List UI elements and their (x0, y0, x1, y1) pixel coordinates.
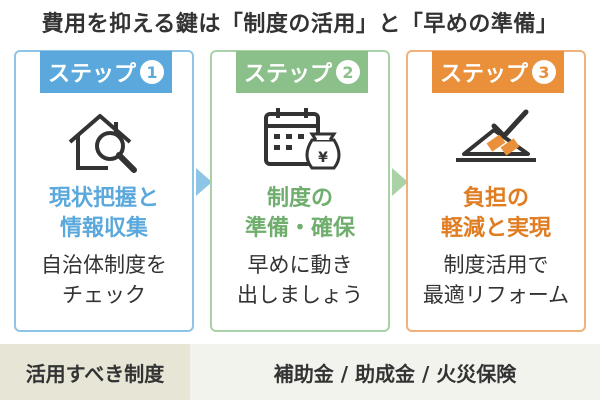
roof-checkmark-icon (456, 109, 536, 162)
step-header-3: ステップ 3 (432, 51, 564, 93)
step-title-3: 負担の 軽減と実現 (440, 186, 551, 241)
step-arrow-2 (392, 168, 408, 196)
step-title-1: 現状把握と 情報収集 (48, 186, 159, 241)
step-number-badge: 1 (140, 60, 164, 84)
step-card-2: ステップ 2 ¥ 制度の 準備・確保 早めに動き 出しましょう (210, 50, 390, 332)
svg-text:¥: ¥ (318, 150, 328, 166)
step-desc-1: 自治体制度を チェック (41, 253, 167, 307)
step-label: ステップ (439, 62, 528, 87)
step-card-3: ステップ 3 負担の 軽減と実現 制度活用で 最適リフォーム (406, 50, 586, 332)
house-magnifier-icon (68, 114, 137, 173)
step-label: ステップ (243, 62, 332, 87)
bottom-label: 活用すべき制度 (0, 344, 190, 400)
step-header-1: ステップ 1 (40, 51, 172, 93)
bottom-value: 補助金 / 助成金 / 火災保険 (273, 361, 517, 386)
bottom-bar: 活用すべき制度 補助金 / 助成金 / 火災保険 (0, 344, 600, 400)
step-card-1: ステップ 1 現状把握と 情報収集 自治体制度を チェック (14, 50, 194, 332)
step-header-2: ステップ 2 (236, 51, 368, 93)
step-label: ステップ (47, 62, 136, 87)
step-desc-2: 早めに動き 出しましょう (237, 253, 363, 307)
step-number-badge: 3 (532, 60, 556, 84)
calendar-moneybag-icon: ¥ (264, 108, 341, 170)
step-arrow-1 (196, 168, 212, 196)
step-title-2: 制度の 準備・確保 (244, 186, 355, 241)
page-title: 費用を抑える鍵は「制度の活用」と「早めの準備」 (41, 12, 559, 37)
step-desc-3: 制度活用で 最適リフォーム (422, 253, 570, 307)
step-number-badge: 2 (336, 60, 360, 84)
